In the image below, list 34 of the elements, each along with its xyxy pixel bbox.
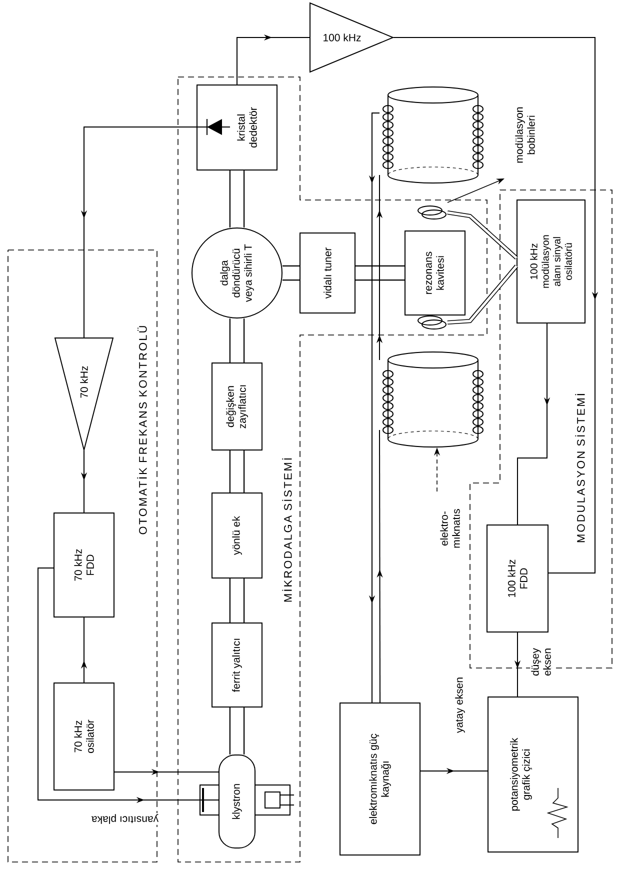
electromagnet-drawing [382,352,484,448]
waveguide [229,578,245,622]
klystron-drawing: klystron [200,754,294,848]
edge-label: yansıtıcı plaka [90,813,160,825]
waveguide [229,318,245,362]
process-box: potansiyometrik grafik çizici [488,696,578,852]
arrow [517,323,550,525]
wire-line [447,264,518,325]
process-box: kristal dedektör [196,84,278,170]
electromagnet-drawing [382,86,484,184]
process-box: rezonans kavitesi [404,230,466,316]
process-box: 100 kHz FDD [486,524,548,632]
process-box: yönlü ek [212,492,262,578]
edge-label: düşey eksen [530,641,552,683]
callout-label: elektro- mıknatıs [440,509,460,548]
wire-line [447,210,518,260]
waveguide [229,708,245,754]
process-box: 70 kHz FDD [54,512,114,618]
waveguide [282,265,300,281]
process-box: ferrit yalıtıcı [212,622,262,708]
waveguide [229,170,245,228]
arrow [236,34,310,85]
callout-label: modülasyon bobinleri [515,107,535,163]
process-box: değişken zayıflatıcı [212,362,262,450]
arrow [393,37,598,574]
coil-loop [418,206,446,220]
process-box: 70 kHz osilatör [54,682,114,790]
waveguide [356,265,404,281]
coil-loop [418,316,446,330]
waveguide [229,450,245,492]
process-box: elektromıknatıs güç kaynağı [340,702,420,856]
process-box: 100 kHz modülasyon alanı sinyal osilatörü [516,200,586,324]
edge-label: yatay eksen [454,649,466,761]
process-box: vidalı tuner [300,232,356,314]
